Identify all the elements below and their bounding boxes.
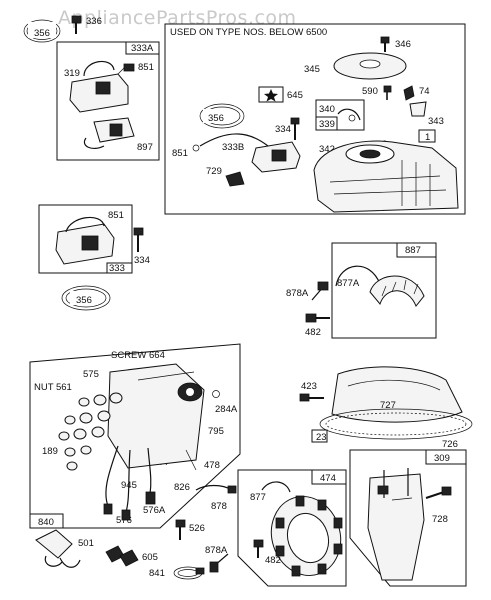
label-284a: 284A	[215, 404, 238, 415]
label-346: 346	[395, 39, 411, 50]
part-356-mid: 356	[61, 285, 111, 311]
box-474: 474 877	[237, 469, 347, 587]
part-878a-top: 878A	[286, 281, 329, 301]
header-note: USED ON TYPE NOS. BELOW 6500	[170, 27, 327, 38]
stator-coils	[275, 495, 343, 577]
box-label-840: 840	[38, 517, 54, 528]
label-851-a: 851	[138, 62, 154, 73]
label-897: 897	[137, 142, 153, 153]
label-333b: 333B	[222, 142, 244, 153]
box-309: 309	[349, 449, 467, 587]
part-482-top: 482	[305, 313, 330, 338]
label-189: 189	[42, 446, 58, 457]
box-887: 887 877A	[331, 242, 437, 339]
label-356-inner: 356	[208, 113, 224, 124]
label-526: 526	[189, 523, 205, 534]
label-319: 319	[64, 68, 80, 79]
label-877: 877	[250, 492, 266, 503]
label-645: 645	[287, 90, 303, 101]
box-label-474: 474	[320, 473, 336, 484]
label-575: 575	[83, 369, 99, 380]
label-878: 878	[211, 501, 227, 512]
label-878a-top: 878A	[286, 288, 309, 299]
part-878a-bottom: 878A	[205, 545, 229, 573]
label-356-mid: 356	[76, 295, 92, 306]
box-label-309: 309	[434, 453, 450, 464]
part-526: 526	[175, 519, 205, 540]
assembly-727: 423 727 23 726	[299, 366, 473, 450]
box-333a: 333A 319 851 897	[56, 41, 160, 161]
box-333: 333 851	[38, 204, 133, 274]
part-605: 605	[105, 545, 158, 567]
label-605: 605	[142, 552, 158, 563]
label-482-top: 482	[305, 327, 321, 338]
label-342: 342	[319, 144, 335, 155]
box-label-339: 339	[319, 119, 335, 130]
label-877a: 877A	[337, 278, 360, 289]
box-label-1: 1	[425, 132, 430, 143]
label-334-b: 334	[134, 255, 150, 266]
label-340: 340	[319, 104, 335, 115]
box-label-333a: 333A	[131, 43, 154, 54]
label-482-bottom: 482	[265, 555, 281, 566]
label-356-top: 356	[34, 28, 50, 39]
part-841-clamp: 841	[149, 566, 205, 580]
star-icon	[264, 89, 278, 102]
label-841: 841	[149, 568, 165, 579]
label-423: 423	[301, 381, 317, 392]
label-727: 727	[380, 400, 396, 411]
label-851-b: 851	[172, 148, 188, 159]
label-726: 726	[442, 439, 458, 450]
part-356-top: 356	[23, 19, 61, 43]
label-334-a: 334	[275, 124, 291, 135]
label-336: 336	[86, 16, 102, 27]
part-336-screw: 336	[71, 15, 102, 34]
part-334-screw: 334	[133, 227, 150, 266]
box-type-below-6500: USED ON TYPE NOS. BELOW 6500 346 345 645…	[164, 23, 466, 215]
label-728: 728	[432, 514, 448, 525]
label-729: 729	[206, 166, 222, 177]
label-826: 826	[174, 482, 190, 493]
box-label-23: 23	[316, 432, 327, 443]
box-label-887: 887	[405, 245, 421, 256]
label-590: 590	[362, 86, 378, 97]
label-345: 345	[304, 64, 320, 75]
label-nut-561: NUT 561	[34, 382, 72, 393]
label-478: 478	[204, 460, 220, 471]
box-840: 840 SCREW 664 NUT 561 575 284A 189 795 9…	[29, 343, 241, 529]
label-576: 576	[116, 515, 132, 526]
part-878: 878	[195, 484, 237, 512]
part-501: 501	[35, 529, 94, 568]
label-74: 74	[419, 86, 430, 97]
label-878a-bottom: 878A	[205, 545, 228, 556]
part-728-screw: 728	[425, 486, 452, 525]
part-482-bottom: 482	[253, 539, 281, 566]
label-screw-664: SCREW 664	[111, 350, 165, 361]
label-576a: 576A	[143, 505, 166, 516]
label-795: 795	[208, 426, 224, 437]
label-851-c: 851	[108, 210, 124, 221]
stud-stack	[58, 392, 123, 471]
label-501: 501	[78, 538, 94, 549]
box-label-333: 333	[109, 263, 125, 274]
label-343: 343	[428, 116, 444, 127]
